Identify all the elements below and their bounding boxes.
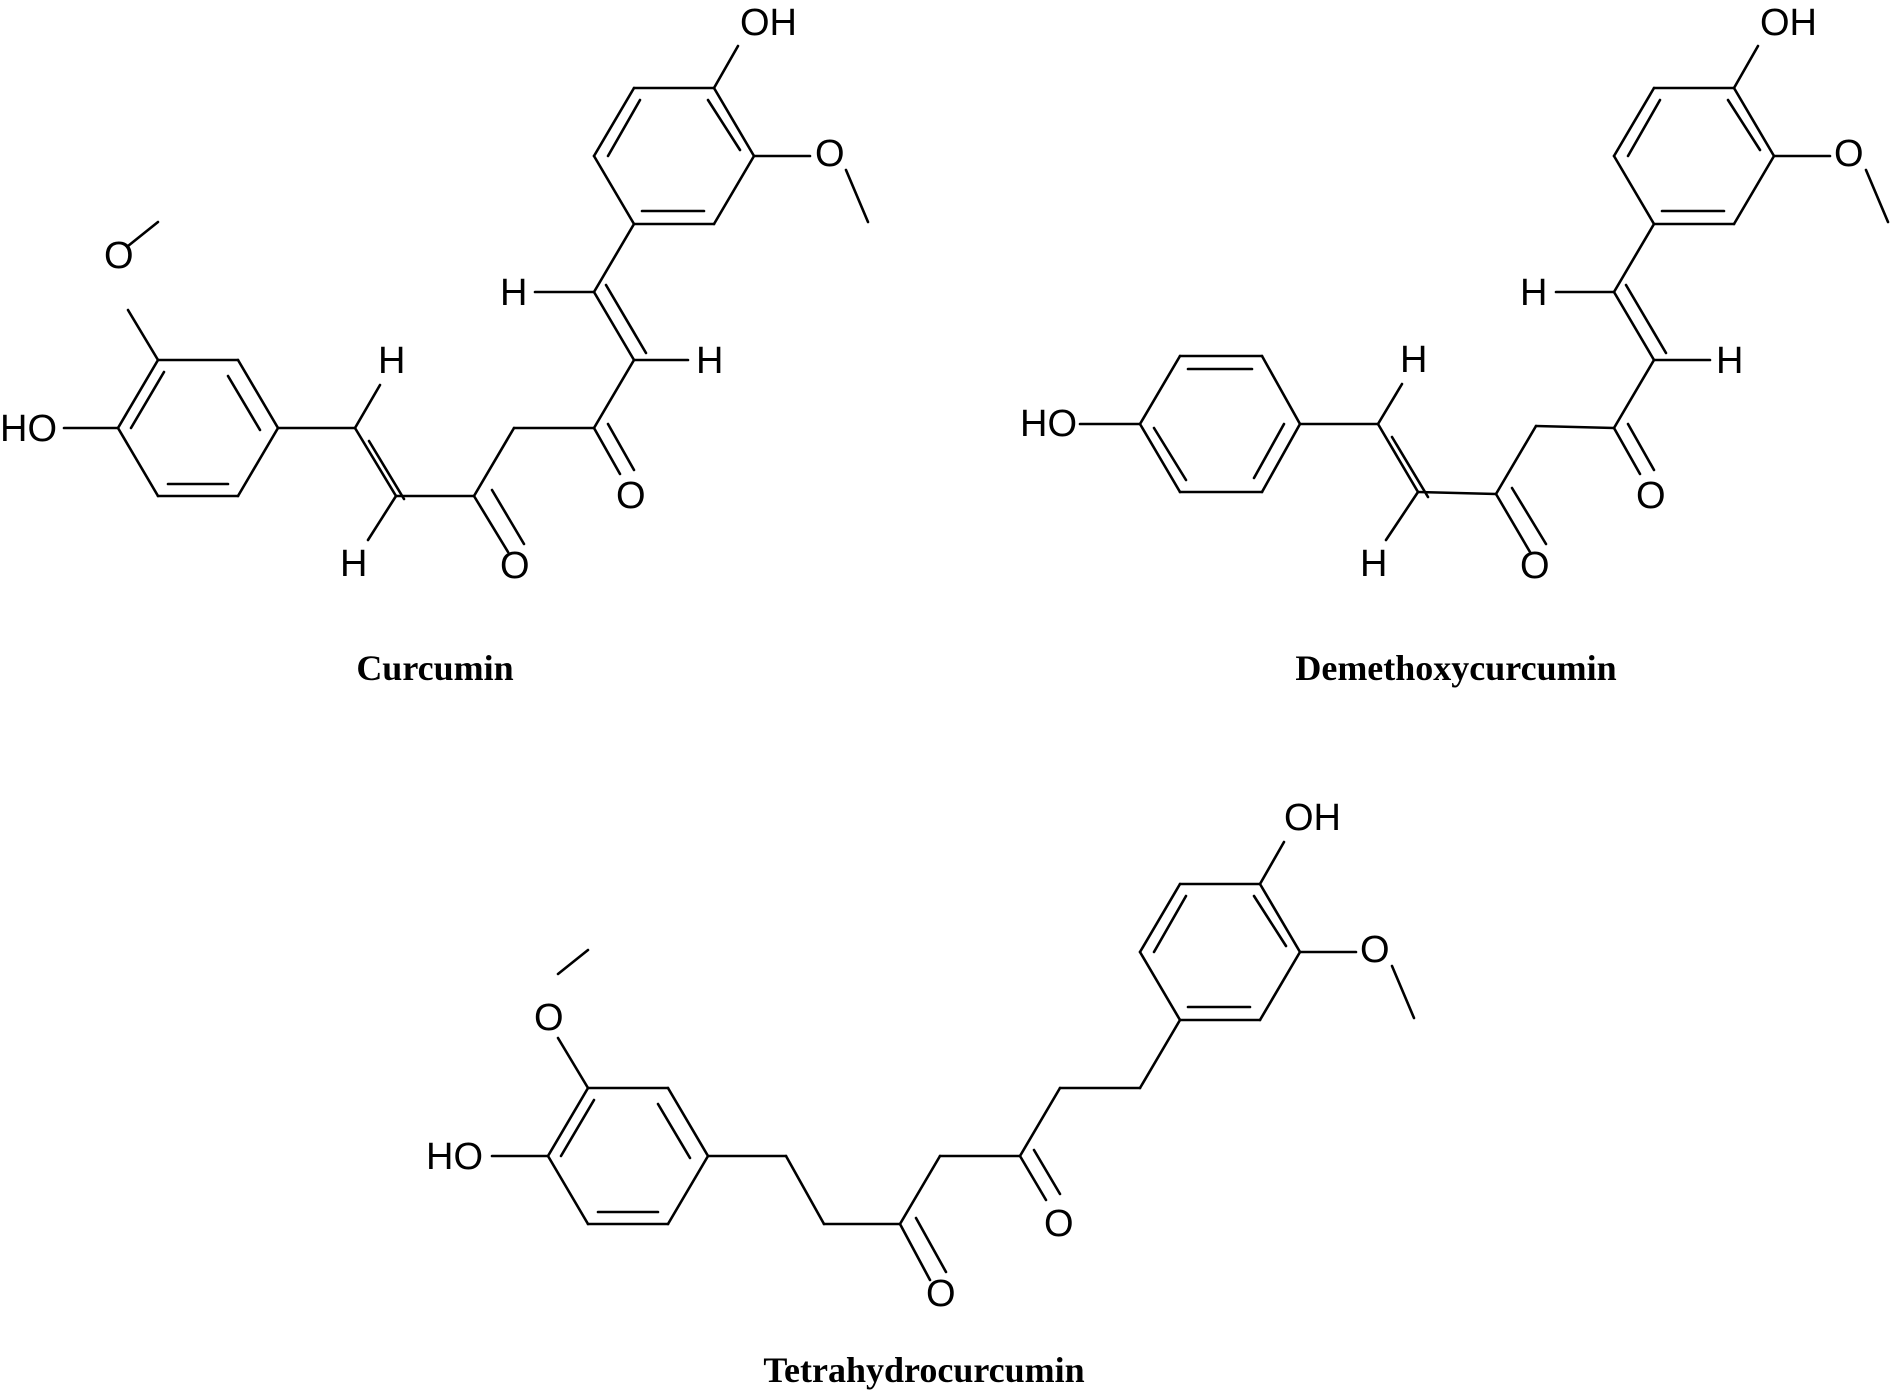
tetrahydrocurcumin-o-methoxy-right-label: O (1360, 929, 1390, 971)
demethoxycurcumin-o-keto-right-label: O (1636, 475, 1666, 517)
curcumin-h4-label: H (696, 340, 723, 382)
curcumin-h3-label: H (500, 272, 527, 314)
tetrahydrocurcumin-left-ring (546, 1086, 710, 1226)
curcumin-o-methoxy-right-label: O (815, 133, 845, 175)
curcumin-left-ring (116, 358, 280, 498)
curcumin-right-ring (592, 86, 756, 226)
demethoxycurcumin-h4-label: H (1716, 340, 1743, 382)
demethoxycurcumin-left-ring (1138, 354, 1302, 494)
demethoxycurcumin-o-methoxy-right-label: O (1834, 133, 1864, 175)
curcumin-h1-label: H (378, 340, 405, 382)
demethoxycurcumin-h3-label: H (1520, 272, 1547, 314)
demethoxycurcumin-structure: OH O HO H H H H O O Demethoxycurcumin (1020, 2, 1890, 688)
curcumin-o-keto-left-label: O (500, 545, 530, 587)
tetrahydrocurcumin-oh-top-label: OH (1284, 797, 1341, 839)
demethoxycurcumin-o-keto-left-label: O (1520, 545, 1550, 587)
curcumin-caption: Curcumin (356, 648, 513, 688)
demethoxycurcumin-ho-left-label: HO (1020, 403, 1077, 445)
tetrahydrocurcumin-ho-left-label: HO (426, 1136, 483, 1178)
curcumin-o-methoxy-left-label: O (104, 235, 134, 277)
curcumin-ho-left-label: HO (0, 408, 57, 450)
tetrahydrocurcumin-o-keto-left-label: O (926, 1273, 956, 1315)
tetrahydrocurcumin-caption: Tetrahydrocurcumin (763, 1350, 1084, 1390)
curcumin-structure: OH O O HO H H H H O O Curcumin (0, 2, 870, 688)
demethoxycurcumin-right-ring (1612, 86, 1776, 226)
tetrahydrocurcumin-o-methoxy-left-label: O (534, 997, 564, 1039)
tetrahydrocurcumin-structure: OH O O HO O O Tetrahydrocurcumin (426, 797, 1416, 1390)
demethoxycurcumin-h1-label: H (1400, 339, 1427, 381)
curcumin-h2-label: H (340, 543, 367, 585)
curcumin-oh-top-label: OH (740, 2, 797, 44)
demethoxycurcumin-caption: Demethoxycurcumin (1295, 648, 1616, 688)
tetrahydrocurcumin-right-ring (1138, 882, 1302, 1022)
demethoxycurcumin-h2-label: H (1360, 543, 1387, 585)
curcumin-o-keto-right-label: O (616, 475, 646, 517)
demethoxycurcumin-oh-top-label: OH (1760, 2, 1817, 44)
tetrahydrocurcumin-o-keto-right-label: O (1044, 1203, 1074, 1245)
